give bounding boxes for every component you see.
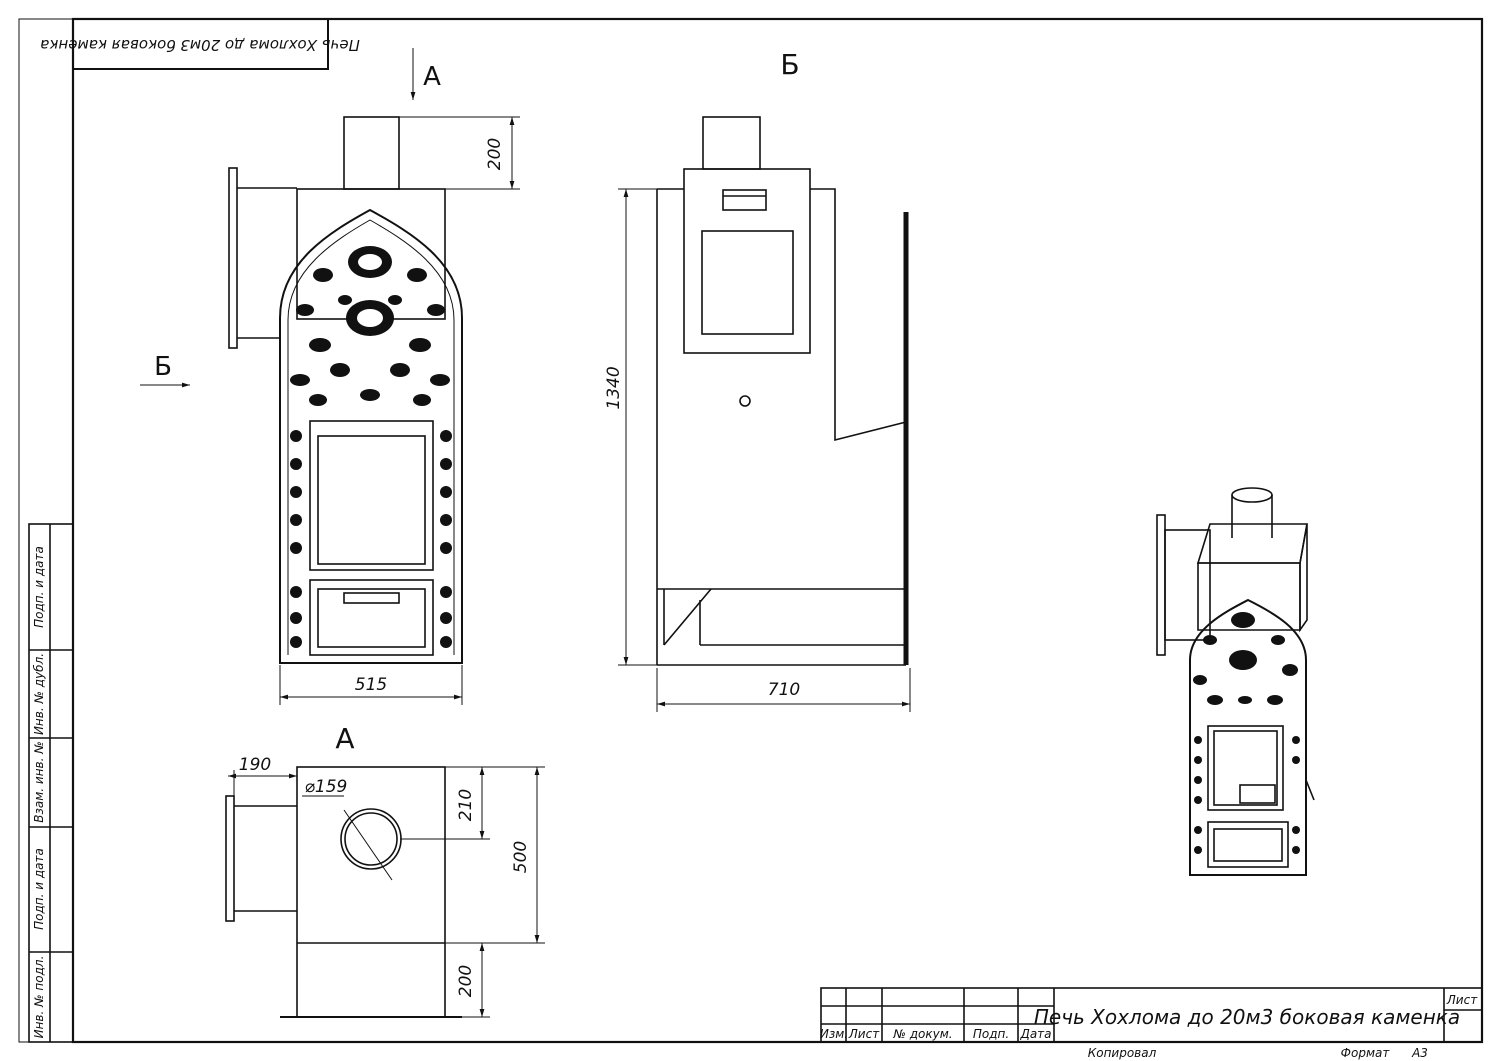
tb-podp: Подп. [973, 1027, 1009, 1041]
tb-sheet-label: Лист [1446, 993, 1478, 1007]
mirrored-title-text: Печь Хохлома до 20м3 боковая каменка [40, 36, 360, 54]
stamp-vzam-inv: Взам. инв. № [32, 741, 46, 822]
tb-doc-no: № докум. [892, 1027, 952, 1041]
dim-front-width: 515 [355, 675, 387, 695]
dim-side-depth: 710 [768, 680, 800, 700]
stamp-podp-data-1: Подп. и дата [32, 848, 46, 930]
tb-copied: Копировал [1088, 1046, 1157, 1060]
top-dims [228, 766, 545, 1018]
tb-format-label: Формат [1341, 1046, 1391, 1060]
inner-frame [71, 17, 1484, 1044]
dim-top-bottom: 200 [456, 965, 476, 997]
side-stamp-labels: Инв. № подл. Подп. и дата Взам. инв. № И… [32, 546, 46, 1038]
ornament-sides [290, 430, 452, 648]
mirrored-title-box: Печь Хохлома до 20м3 боковая каменка [40, 18, 360, 70]
stamp-podp-data-2: Подп. и дата [32, 546, 46, 628]
title-block [820, 987, 1483, 1043]
side-view [656, 116, 909, 666]
stamp-inv-dubl: Инв. № дубл. [32, 653, 46, 735]
front-dims [140, 48, 520, 705]
tb-format-value: А3 [1411, 1046, 1428, 1060]
section-arrow-a-label: А [423, 62, 441, 92]
dim-top-depth: 500 [511, 841, 531, 873]
outer-frame [18, 18, 1483, 1043]
dim-pipe-height: 200 [485, 138, 505, 170]
dim-top-hole: 210 [456, 789, 476, 821]
side-dims [618, 188, 911, 712]
tb-izm: Изм. [820, 1027, 848, 1041]
view-b-label: Б [780, 48, 799, 81]
front-view [228, 116, 463, 664]
side-stamp [28, 523, 74, 1043]
tb-title: Печь Хохлома до 20м3 боковая каменка [1034, 1005, 1460, 1029]
dim-top-offset: 190 [239, 755, 271, 775]
top-view [225, 766, 462, 1018]
isometric-view [1156, 487, 1315, 876]
view-a-label: А [335, 722, 354, 755]
dim-side-height: 1340 [604, 366, 624, 409]
stamp-inv-podl: Инв. № подл. [32, 956, 46, 1039]
dim-top-diameter: ⌀159 [305, 777, 348, 797]
tb-list: Лист [848, 1027, 880, 1041]
ornament-dome [290, 246, 450, 406]
section-arrow-b-label: Б [154, 352, 172, 382]
tb-data: Дата [1019, 1027, 1051, 1041]
isometric-ornament [1193, 612, 1300, 854]
